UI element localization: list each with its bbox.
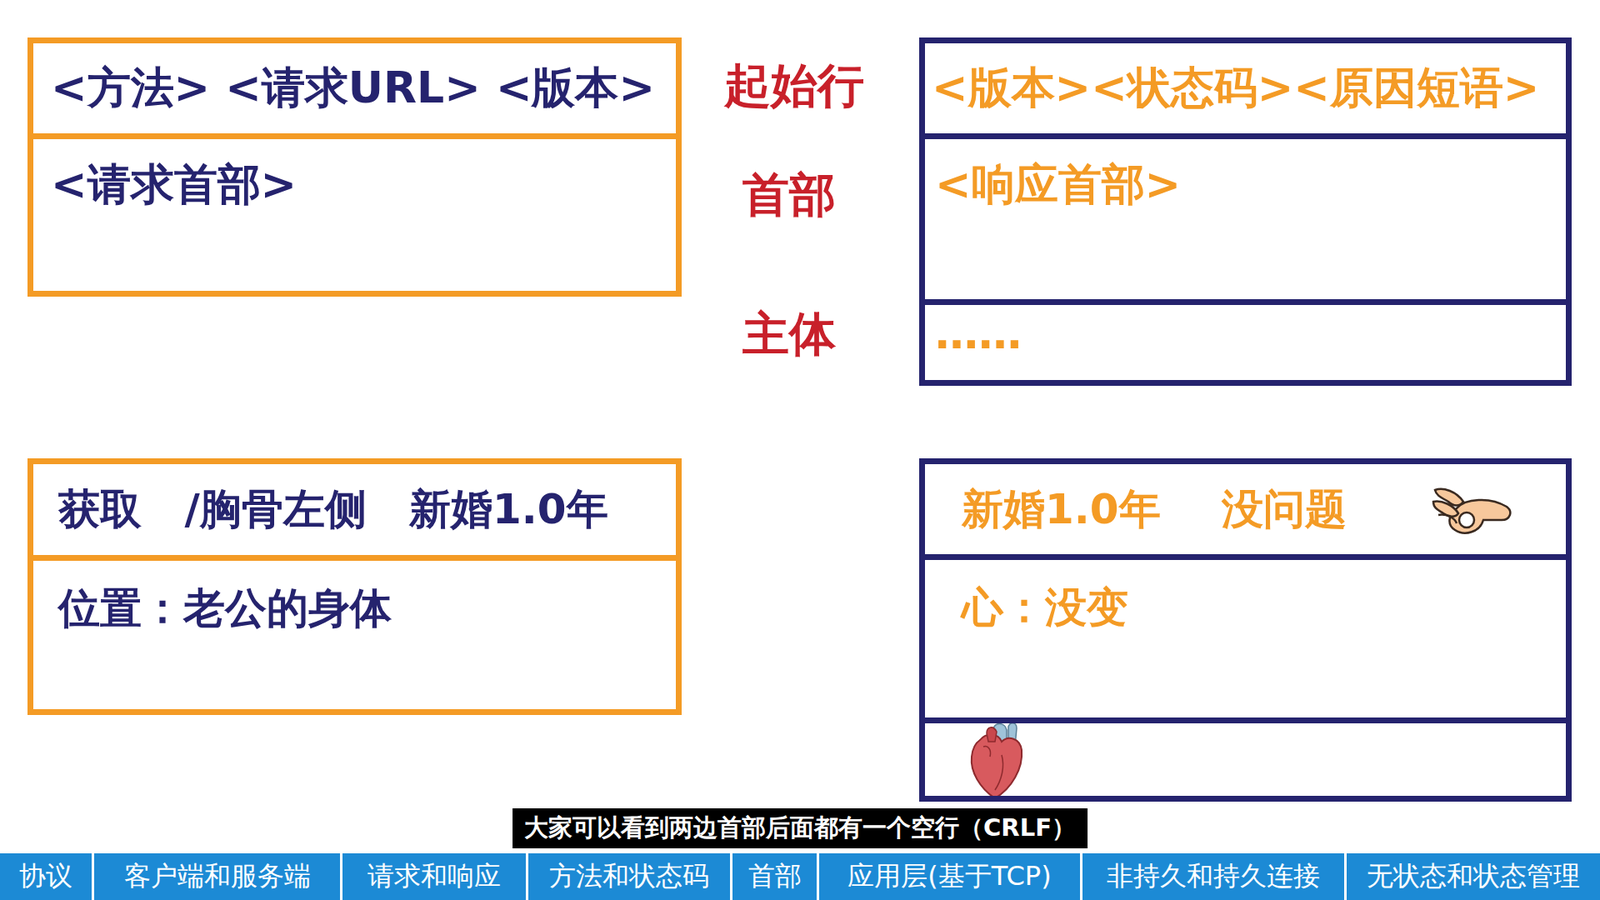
tab-label: 请求和响应 (367, 858, 501, 895)
field-text: <响应首部> (935, 155, 1181, 215)
tab-label: 应用层(基于TCP) (847, 858, 1051, 895)
section-label: 首部 (742, 164, 836, 228)
nav-tab: 方法和状态码 (528, 853, 730, 900)
message-box: <方法> <请求URL> <版本> <请求首部> (27, 37, 682, 297)
section-label: 起始行 (724, 55, 865, 119)
start-line-text: 新婚1.0年 没问题 (961, 481, 1347, 538)
message-section: …… (925, 299, 1566, 380)
nav-tab: 请求和响应 (342, 853, 526, 900)
tab-label: 无状态和状态管理 (1366, 858, 1580, 895)
message-box: 获取 /胸骨左侧 新婚1.0年位置：老公的身体 (27, 458, 682, 715)
nav-tab: 协议 (0, 853, 92, 900)
message-section: 获取 /胸骨左侧 新婚1.0年 (33, 464, 676, 555)
section-label: 主体 (742, 303, 836, 367)
nav-tab: 非持久和持久连接 (1082, 853, 1345, 900)
start-line-text: 获取 /胸骨左侧 新婚1.0年 (58, 481, 609, 538)
message-section: <方法> <请求URL> <版本> (33, 43, 676, 134)
message-section: 心：没变 (925, 554, 1566, 718)
nav-tab: 应用层(基于TCP) (819, 853, 1080, 900)
field-text: 心：没变 (961, 580, 1129, 636)
tab-label: 非持久和持久连接 (1106, 858, 1320, 895)
field-text: <请求首部> (50, 155, 297, 215)
heart-illustration (971, 723, 1022, 799)
nav-tab: 客户端和服务端 (94, 853, 340, 900)
message-box: 新婚1.0年 没问题心：没变 (919, 458, 1572, 802)
tab-label: 客户端和服务端 (124, 858, 311, 895)
message-section: 新婚1.0年 没问题 (925, 464, 1566, 555)
subtitle-caption: 大家可以看到两边首部后面都有一个空行（CRLF） (512, 808, 1088, 849)
message-section: <请求首部> (33, 133, 676, 291)
nav-tab: 首部 (732, 853, 817, 900)
message-section: 位置：老公的身体 (33, 555, 676, 710)
tab-label: 协议 (19, 858, 73, 895)
field-text: …… (935, 308, 1022, 359)
message-section (925, 717, 1566, 796)
message-section: <版本><状态码><原因短语> (925, 43, 1566, 134)
tab-label: 方法和状态码 (549, 858, 710, 895)
nav-tab: 无状态和状态管理 (1346, 853, 1600, 900)
tab-label: 首部 (748, 858, 802, 895)
ok-hand-icon (1433, 489, 1510, 534)
start-line-text: <版本><状态码><原因短语> (931, 59, 1540, 118)
message-box: <版本><状态码><原因短语> <响应首部> …… (919, 37, 1572, 386)
field-text: 位置：老公的身体 (58, 580, 392, 637)
start-line-text: <方法> <请求URL> <版本> (50, 59, 655, 118)
message-section: <响应首部> (925, 133, 1566, 300)
